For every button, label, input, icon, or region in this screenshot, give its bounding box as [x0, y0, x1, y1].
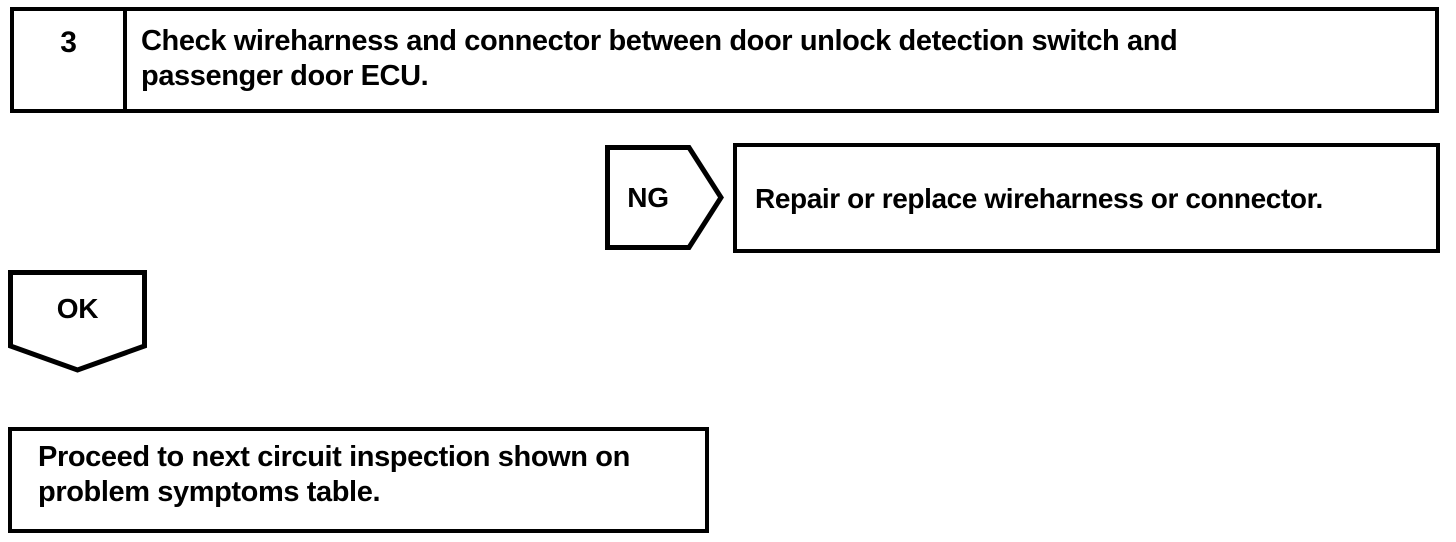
- ng-action-text: Repair or replace wireharness or connect…: [755, 182, 1323, 214]
- step-number: 3: [60, 26, 77, 59]
- ok-label: OK: [56, 293, 99, 324]
- step-instruction-line-1: Check wireharness and connector between …: [141, 25, 1178, 57]
- ng-action-box: Repair or replace wireharness or connect…: [733, 143, 1440, 253]
- ok-action-line-2: problem symptoms table.: [38, 476, 381, 508]
- ok-action-line-1: Proceed to next circuit inspection shown…: [38, 441, 630, 473]
- ng-label: NG: [627, 181, 669, 213]
- ng-connector-shape: NG: [605, 145, 724, 250]
- ng-pentagon-icon: [605, 145, 724, 250]
- ok-pentagon-icon: [8, 270, 147, 373]
- step-number-cell: 3: [14, 11, 127, 109]
- step-box: 3 Check wireharness and connector betwee…: [10, 7, 1439, 113]
- step-instruction-line-2: passenger door ECU.: [141, 60, 429, 92]
- step-instruction: Check wireharness and connector between …: [127, 11, 1435, 109]
- ok-connector-shape: OK: [8, 270, 147, 373]
- ok-action-box: Proceed to next circuit inspection shown…: [8, 427, 709, 533]
